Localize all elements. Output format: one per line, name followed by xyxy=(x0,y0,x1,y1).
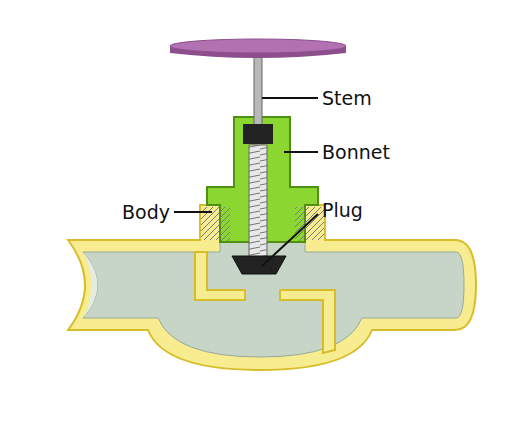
bonnet-thread xyxy=(220,207,230,241)
leader-line xyxy=(262,97,318,99)
leader-line xyxy=(262,214,318,266)
handwheel xyxy=(170,39,346,53)
leader-line xyxy=(284,151,318,153)
part-label: Stem xyxy=(322,89,372,108)
packing-nut xyxy=(243,124,273,144)
leader-line xyxy=(174,211,212,213)
part-label: Plug xyxy=(322,201,363,220)
bonnet-thread xyxy=(295,207,305,241)
part-label: Body xyxy=(122,203,170,222)
stem-thread xyxy=(249,145,267,257)
flow-passage xyxy=(83,242,464,357)
plug xyxy=(232,256,286,274)
pipe-bore xyxy=(83,252,98,318)
seat-wall xyxy=(280,290,335,353)
part-label: Bonnet xyxy=(322,143,390,162)
